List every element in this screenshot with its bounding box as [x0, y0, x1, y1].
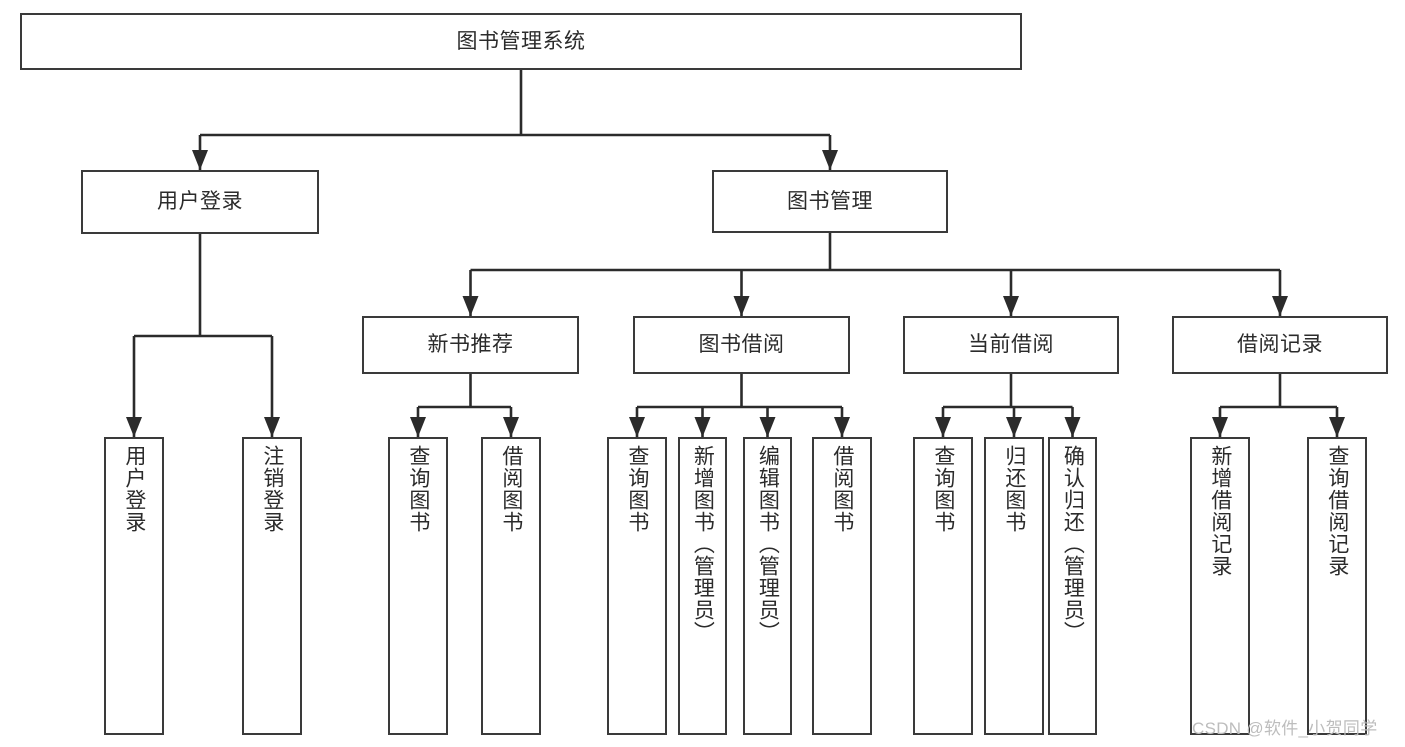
node-label: 编辑图书（管理员）: [756, 445, 780, 643]
node-label: 查询图书: [931, 445, 955, 533]
watermark: CSDN @软件_小贺同学: [1192, 719, 1378, 738]
node-label: 查询借阅记录: [1325, 445, 1349, 577]
arrow-head-icon: [264, 417, 280, 437]
node-label: 图书管理系统: [456, 29, 586, 53]
arrow-head-icon: [1064, 417, 1081, 437]
node-label: 新增图书（管理员）: [691, 445, 715, 643]
node-l7[interactable]: 编辑图书（管理员）: [743, 437, 792, 735]
node-label: 当前借阅: [968, 333, 1054, 357]
arrow-head-icon: [834, 417, 850, 437]
node-l12[interactable]: 新增借阅记录: [1190, 437, 1250, 735]
node-l11[interactable]: 确认归还（管理员）: [1048, 437, 1097, 735]
arrow-head-icon: [410, 417, 426, 437]
node-label: 新书推荐: [427, 333, 514, 357]
arrow-head-icon: [694, 417, 711, 437]
node-label: 借阅图书: [830, 445, 854, 533]
node-n2a[interactable]: 用户登录: [81, 170, 319, 234]
node-l3[interactable]: 查询图书: [388, 437, 448, 735]
arrow-head-icon: [935, 417, 951, 437]
arrow-head-icon: [733, 296, 750, 316]
node-n3b[interactable]: 图书借阅: [633, 316, 850, 374]
node-n3c[interactable]: 当前借阅: [903, 316, 1119, 374]
arrow-head-icon: [1212, 417, 1228, 437]
node-l5[interactable]: 查询图书: [607, 437, 667, 735]
arrow-head-icon: [126, 417, 142, 437]
node-label: 借阅记录: [1237, 333, 1323, 357]
node-label: 借阅图书: [499, 445, 523, 533]
node-l2[interactable]: 注销登录: [242, 437, 302, 735]
node-n3d[interactable]: 借阅记录: [1172, 316, 1388, 374]
arrow-head-icon: [503, 417, 519, 437]
arrow-head-icon: [1329, 417, 1345, 437]
arrow-head-icon: [462, 296, 479, 316]
node-n2b[interactable]: 图书管理: [712, 170, 948, 233]
node-label: 用户登录: [122, 445, 146, 533]
node-label: 确认归还（管理员）: [1061, 445, 1085, 643]
node-l9[interactable]: 查询图书: [913, 437, 973, 735]
node-l13[interactable]: 查询借阅记录: [1307, 437, 1367, 735]
node-label: 查询图书: [406, 445, 430, 533]
node-label: 用户登录: [157, 190, 243, 214]
arrow-head-icon: [1272, 296, 1288, 316]
arrow-head-icon: [192, 150, 208, 170]
node-label: 归还图书: [1002, 445, 1026, 533]
node-l8[interactable]: 借阅图书: [812, 437, 872, 735]
arrow-head-icon: [1006, 417, 1022, 437]
arrow-head-icon: [759, 417, 776, 437]
node-label: 图书借阅: [698, 333, 785, 357]
node-l6[interactable]: 新增图书（管理员）: [678, 437, 727, 735]
node-label: 图书管理: [787, 189, 873, 213]
node-label: 查询图书: [625, 445, 649, 533]
node-l4[interactable]: 借阅图书: [481, 437, 541, 735]
node-l10[interactable]: 归还图书: [984, 437, 1044, 735]
node-label: 注销登录: [260, 445, 284, 533]
node-n3a[interactable]: 新书推荐: [362, 316, 579, 374]
node-l1[interactable]: 用户登录: [104, 437, 164, 735]
arrow-head-icon: [1003, 296, 1019, 316]
arrow-head-icon: [822, 150, 838, 170]
node-label: 新增借阅记录: [1208, 445, 1232, 577]
arrow-head-icon: [629, 417, 645, 437]
node-root[interactable]: 图书管理系统: [20, 13, 1022, 70]
